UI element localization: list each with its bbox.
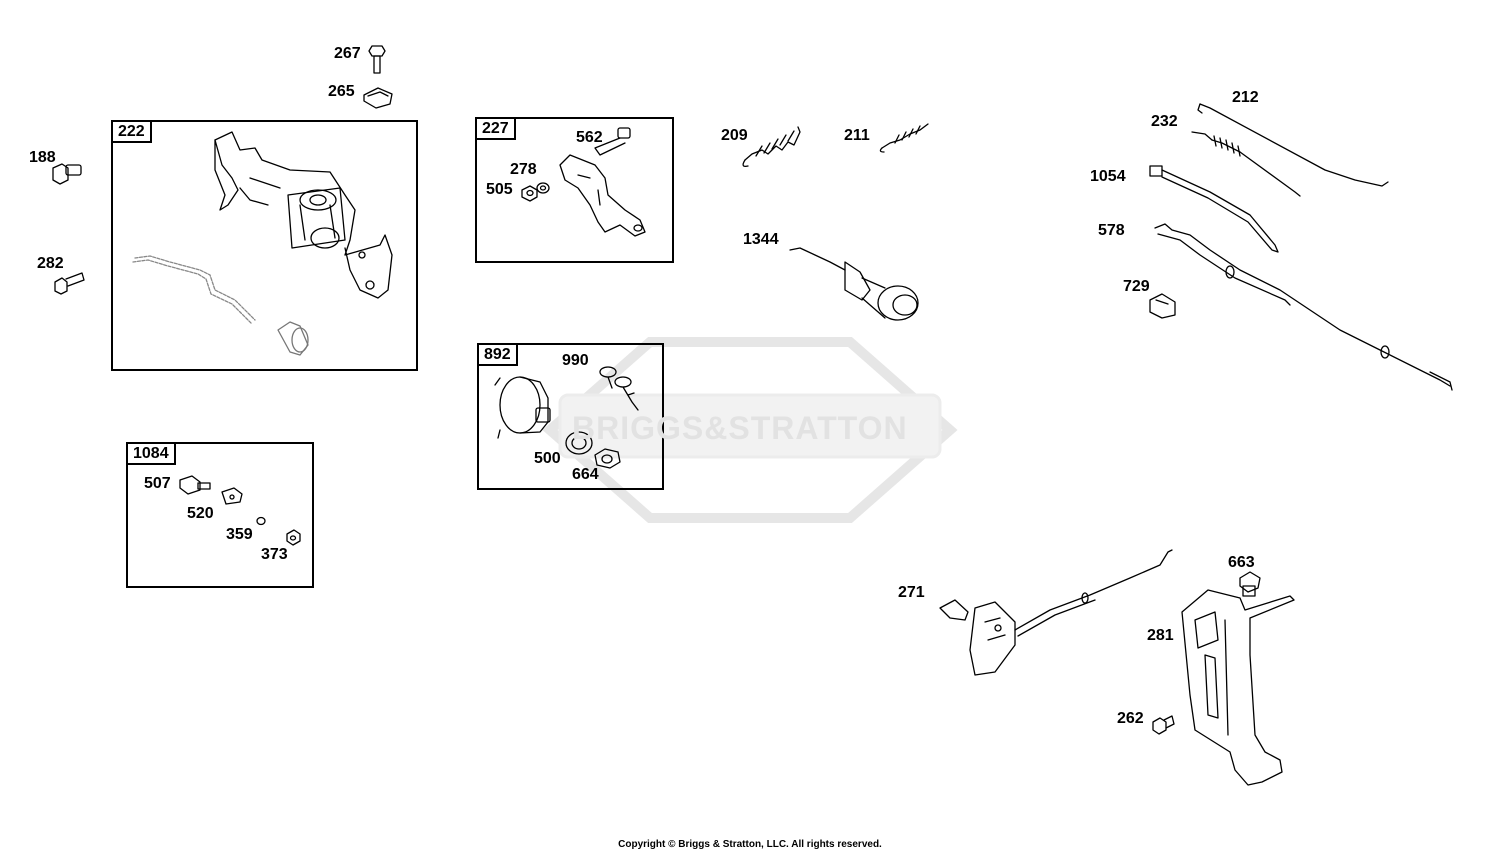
washer-359-part[interactable] [256,516,266,526]
clip-265-part[interactable] [363,87,393,109]
screw-262-part[interactable] [1152,715,1175,735]
governor-link-222-part[interactable] [132,255,256,325]
callout-209[interactable]: 209 [721,127,748,144]
callout-278[interactable]: 278 [510,161,537,178]
callout-729[interactable]: 729 [1123,278,1150,295]
callout-520[interactable]: 520 [187,505,214,522]
mounting-bracket-281-part[interactable] [1181,589,1295,786]
choke-bracket-227-part[interactable] [559,154,646,237]
kit-label-227[interactable]: 227 [477,119,516,140]
governor-bracket-222-part[interactable] [214,131,393,299]
washer-278-part[interactable] [536,182,550,194]
copyright-notice: Copyright © Briggs & Stratton, LLC. All … [618,839,882,850]
kit-box-227: 227 [475,117,674,263]
callout-232[interactable]: 232 [1151,113,1178,130]
callout-267[interactable]: 267 [334,45,361,62]
callout-500[interactable]: 500 [534,450,561,467]
callout-212[interactable]: 212 [1232,89,1259,106]
key-990-part[interactable] [599,366,639,411]
callout-562[interactable]: 562 [576,129,603,146]
callout-990[interactable]: 990 [562,352,589,369]
kit-box-1084: 1084 [126,442,314,588]
callout-578[interactable]: 578 [1098,222,1125,239]
screw-267-part[interactable] [368,45,386,74]
spring-211-part[interactable] [879,123,929,153]
callout-271[interactable]: 271 [898,584,925,601]
callout-188[interactable]: 188 [29,149,56,166]
cable-tie-1054-part[interactable] [1149,165,1279,253]
nut-664-part[interactable] [594,448,621,469]
knob-222-part[interactable] [277,321,309,356]
kit-box-892: 892 [477,343,664,490]
callout-663[interactable]: 663 [1228,554,1255,571]
spring-209-part[interactable] [742,126,801,168]
bolt-188-part[interactable] [52,163,82,185]
callout-507[interactable]: 507 [144,475,171,492]
callout-211[interactable]: 211 [844,127,870,144]
callout-1344[interactable]: 1344 [743,231,779,248]
callout-505[interactable]: 505 [486,181,513,198]
callout-265[interactable]: 265 [328,83,355,100]
brand-watermark-logo [542,337,958,523]
kit-box-222: 222 [111,120,418,371]
kit-label-1084[interactable]: 1084 [128,444,176,465]
kit-label-222[interactable]: 222 [113,122,152,143]
rod-212-part[interactable] [1197,103,1389,187]
kit-label-892[interactable]: 892 [479,345,518,366]
callout-1054[interactable]: 1054 [1090,168,1126,185]
nut-505-part[interactable] [521,185,538,202]
wire-harness-578-part[interactable] [1154,223,1453,391]
callout-359[interactable]: 359 [226,526,253,543]
callout-262[interactable]: 262 [1117,710,1144,727]
nut-373-part[interactable] [286,529,301,546]
connector-507-part[interactable] [179,475,211,495]
callout-282[interactable]: 282 [37,255,64,272]
callout-281[interactable]: 281 [1147,627,1174,644]
bolt-282-part[interactable] [54,272,85,295]
ignition-switch-892-part[interactable] [494,376,551,439]
callout-664[interactable]: 664 [572,466,599,483]
plug-663-part[interactable] [1239,571,1261,597]
lockwasher-500-part[interactable] [565,431,593,455]
throttle-control-271-part[interactable] [939,549,1173,676]
clip-729-part[interactable] [1149,293,1176,319]
bolt-562-part[interactable] [594,127,631,156]
spring-232-part[interactable] [1191,131,1301,197]
brand-watermark-text: BRIGGS&STRATTON [572,410,908,446]
callout-373[interactable]: 373 [261,546,288,563]
terminal-520-part[interactable] [221,487,243,505]
choke-cable-1344-part[interactable] [789,247,919,321]
